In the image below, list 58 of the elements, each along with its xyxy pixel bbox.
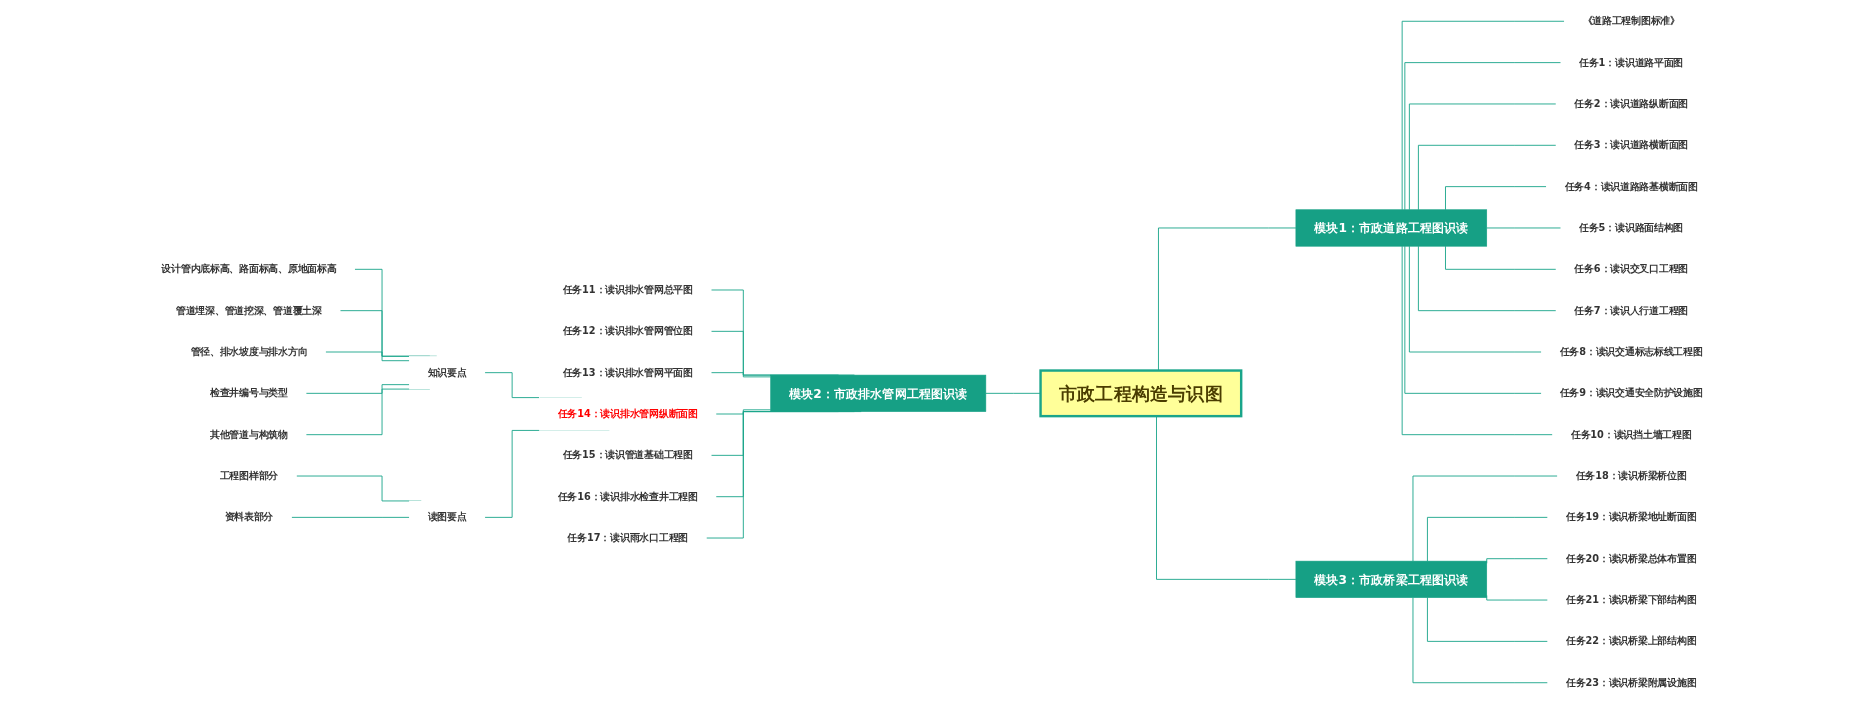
node-box: 模块1：市政道路工程图识读 [1295, 209, 1488, 247]
node-text: 《道路工程制图标准》 [1582, 15, 1680, 27]
node-text: 任务15：读识管道基础工程图 [562, 449, 693, 461]
connector [1426, 597, 1549, 642]
node-box: 市政工程构造与识图 [1039, 369, 1243, 418]
connector [1486, 227, 1562, 229]
connector [305, 384, 410, 394]
node-text: 工程图样部分 [219, 469, 279, 482]
connector [1404, 245, 1542, 394]
node-box: 模块3：市政桥梁工程图识读 [1295, 560, 1488, 598]
connector [1401, 245, 1554, 436]
node-text: 资料表部分 [224, 511, 274, 523]
connector [985, 392, 1041, 394]
node-box: 模块2：市政排水管网工程图识读 [770, 374, 987, 412]
node-text: 任务23：读识桥梁附属设施图 [1566, 676, 1697, 689]
connector [1401, 20, 1565, 211]
node-text: 其他管道与构筑物 [209, 428, 288, 441]
connector [1408, 245, 1542, 353]
connector [291, 516, 410, 518]
node-text: 任务12：读识排水管网管位图 [562, 325, 693, 337]
connector [1404, 62, 1562, 211]
connector [1426, 516, 1549, 562]
node-text: 任务5：读识路面结构图 [1579, 221, 1684, 234]
connector [1408, 103, 1557, 211]
node-text: 检查井编号与类型 [209, 387, 288, 399]
node-text: 任务8：读识交通标志标线工程图 [1559, 345, 1703, 358]
connector [710, 372, 772, 378]
node-text: 任务2：读识道路纵断面图 [1574, 97, 1689, 110]
node-text: 任务1：读识道路平面图 [1579, 56, 1684, 69]
connector [1412, 475, 1558, 562]
connector [715, 409, 772, 415]
node-text: 任务6：读识交叉口工程图 [1574, 263, 1689, 275]
connector [1158, 227, 1297, 371]
node-text: 任务22：读识桥梁上部结构图 [1566, 635, 1697, 647]
node-text: 管径、排水坡度与排水方向 [190, 345, 308, 358]
node-text: 任务11：读识排水管网总平图 [562, 283, 693, 296]
connector [1486, 595, 1549, 601]
connector [325, 351, 410, 362]
node-text: 任务7：读识人行道工程图 [1574, 304, 1689, 317]
node-text: 任务9：读识交通安全防护设施图 [1559, 387, 1703, 399]
node-text: 管道埋深、管道挖深、管道覆土深 [175, 304, 322, 317]
node-text: 任务19：读识桥梁地址断面图 [1566, 511, 1697, 523]
node-text: 设计管内底标高、路面标高、原地面标高 [161, 263, 337, 275]
node-text: 任务18：读识桥梁桥位图 [1575, 469, 1687, 482]
connector [1417, 245, 1557, 312]
node-text: 任务3：读识道路横断面图 [1574, 139, 1689, 151]
node-text: 任务21：读识桥梁下部结构图 [1566, 593, 1697, 606]
node-text: 任务13：读识排水管网平面图 [562, 366, 693, 379]
node-text: 任务16：读识排水检查井工程图 [557, 490, 698, 503]
connector [1412, 597, 1549, 684]
connector [1445, 186, 1547, 211]
node-text: 读图要点 [427, 511, 467, 523]
node-text: 任务20：读识桥梁总体布置图 [1566, 552, 1697, 565]
connector [1445, 245, 1557, 270]
node-text: 任务17：读识雨水口工程图 [567, 531, 688, 544]
node-text: 任务4：读识道路路基横断面图 [1564, 180, 1698, 193]
node-text: 任务10：读识挡土墙工程图 [1570, 428, 1692, 441]
connector [1417, 144, 1557, 211]
